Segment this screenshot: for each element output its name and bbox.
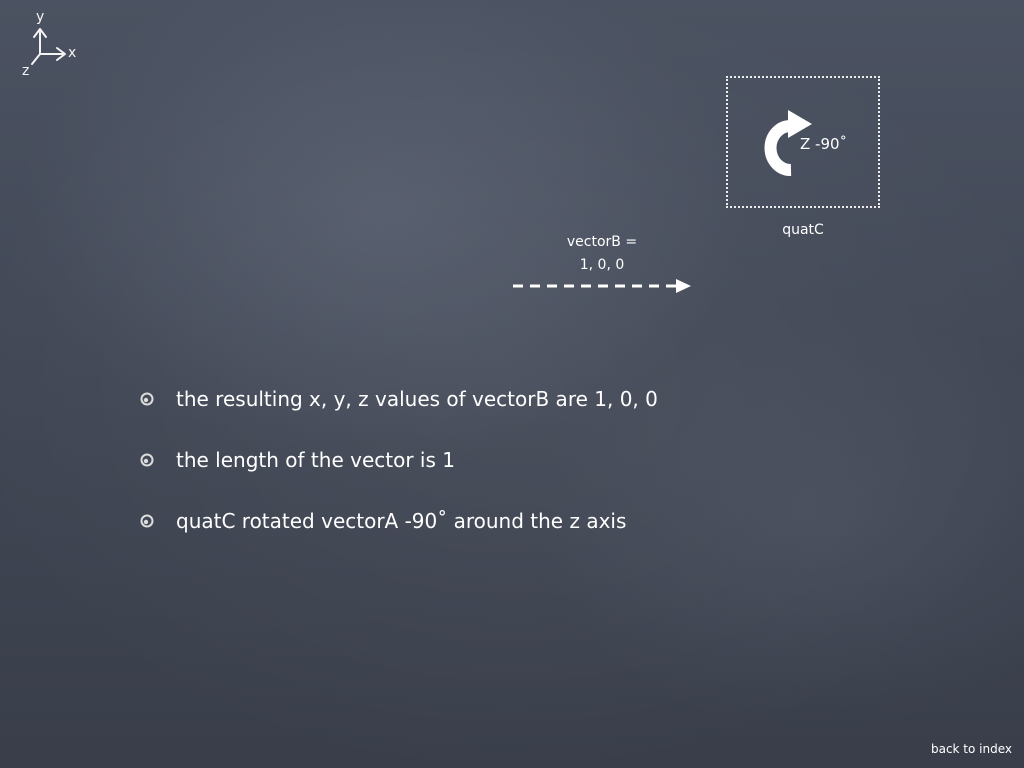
quaternion-name-label: quatC [782, 222, 824, 238]
bullet-icon [140, 514, 154, 528]
bullet-text: quatC rotated vectorA -90˚ around the z … [176, 509, 627, 533]
rotate-clockwise-arrow-icon [764, 110, 812, 176]
bullet-text: the resulting x, y, z values of vectorB … [176, 387, 658, 411]
bullet-icon [140, 453, 154, 467]
bullet-text: the length of the vector is 1 [176, 448, 455, 472]
bullet-item: quatC rotated vectorA -90˚ around the z … [140, 507, 760, 535]
rotation-label: Z -90˚ [800, 135, 848, 153]
axis-y-label: y [36, 9, 45, 25]
axis-x-label: x [68, 45, 77, 61]
axes-diagram: y x z [18, 8, 84, 84]
axes-icon [31, 28, 66, 65]
vector-values-label: 1, 0, 0 [579, 257, 625, 273]
vector-name-label: vectorB = [566, 234, 638, 250]
axis-z-label: z [22, 63, 30, 79]
back-to-index-link[interactable]: back to index [930, 742, 1012, 756]
bullet-icon [140, 392, 154, 406]
bullet-item: the resulting x, y, z values of vectorB … [140, 385, 760, 413]
dashed-right-arrow-icon [513, 279, 691, 293]
bullet-item: the length of the vector is 1 [140, 446, 760, 474]
rotation-box: Z -90˚ [726, 76, 880, 208]
